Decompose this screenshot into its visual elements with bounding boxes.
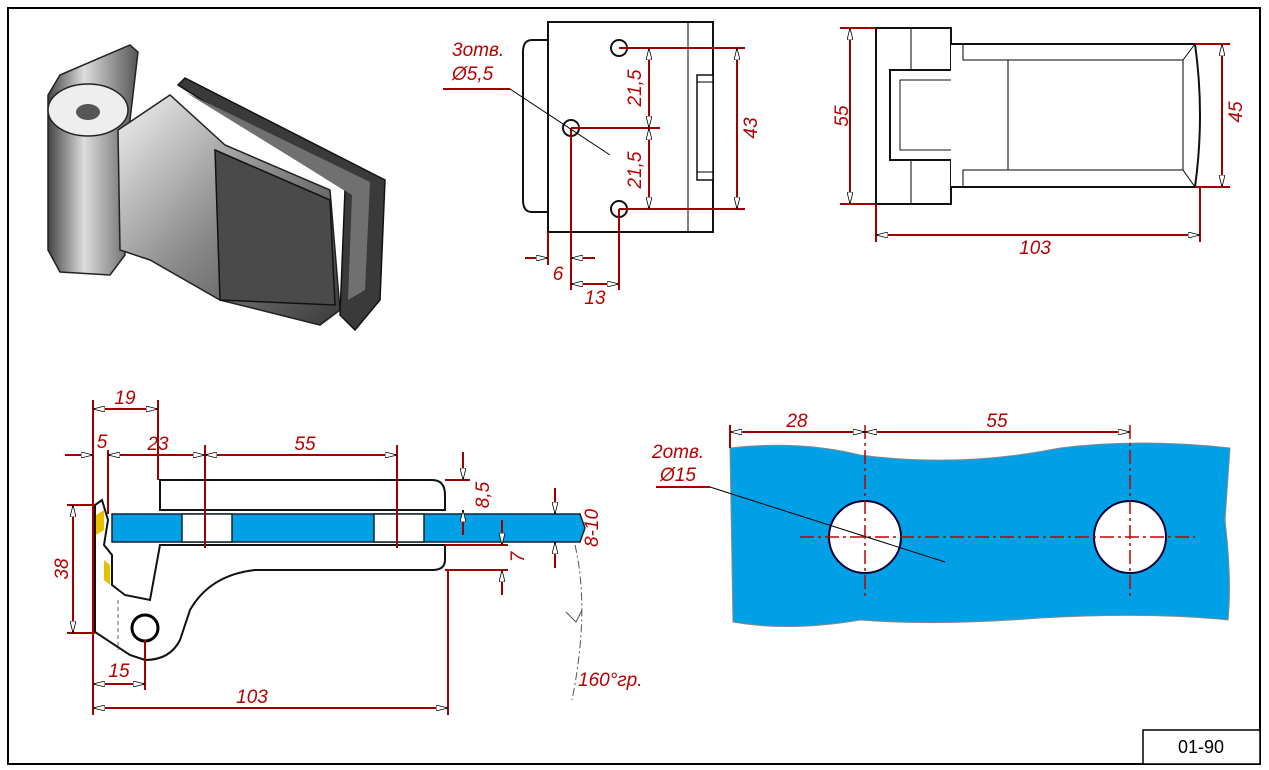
dim-upper-spacing: 21,5 [625, 69, 646, 107]
dim-5: 5 [97, 432, 108, 453]
hole-note-count: 3отв. [452, 40, 504, 61]
dim-height: 55 [832, 105, 853, 127]
side-view: 19 5 23 55 8,5 7 8-10 38 15 103 160°гр. [52, 388, 643, 715]
top-view: 55 45 103 [832, 27, 1247, 259]
clamp-gasket [181, 513, 233, 543]
dim-hole-offset: 13 [584, 288, 606, 309]
dim-total-height: 43 [741, 117, 762, 139]
dim-edge-offset: 6 [553, 264, 564, 285]
dim-55: 55 [986, 411, 1008, 432]
dim-7: 7 [508, 550, 529, 562]
hole-note-count: 2отв. [651, 442, 704, 463]
dim-28: 28 [785, 411, 808, 432]
clamp-gasket [373, 513, 425, 543]
dim-103: 103 [236, 687, 268, 708]
hole-note-diameter: Ø15 [659, 465, 696, 486]
rotation-angle: 160°гр. [578, 670, 643, 691]
hole-note-diameter: Ø5,5 [451, 64, 494, 85]
dim-15: 15 [108, 661, 130, 682]
dim-glass-thickness: 8-10 [582, 509, 603, 547]
dim-19: 19 [114, 388, 136, 409]
front-view: 21,5 21,5 43 6 13 3отв. Ø5,5 [443, 21, 762, 309]
glass-cutout-view: 28 55 2отв. Ø15 [651, 411, 1231, 628]
title-block: 01-90 [1142, 729, 1261, 765]
dim-23: 23 [146, 434, 169, 455]
glass-panel [729, 442, 1231, 628]
dim-inner-height: 45 [1226, 101, 1247, 123]
dim-lower-spacing: 21,5 [625, 151, 646, 189]
dim-length: 103 [1019, 238, 1051, 259]
dim-55: 55 [294, 434, 316, 455]
hinge-pin [130, 613, 160, 643]
dim-8-5: 8,5 [473, 481, 494, 508]
isometric-view [47, 44, 386, 332]
drawing-number: 01-90 [1178, 737, 1224, 757]
dim-38: 38 [52, 558, 73, 580]
sheet-border [7, 7, 1261, 765]
